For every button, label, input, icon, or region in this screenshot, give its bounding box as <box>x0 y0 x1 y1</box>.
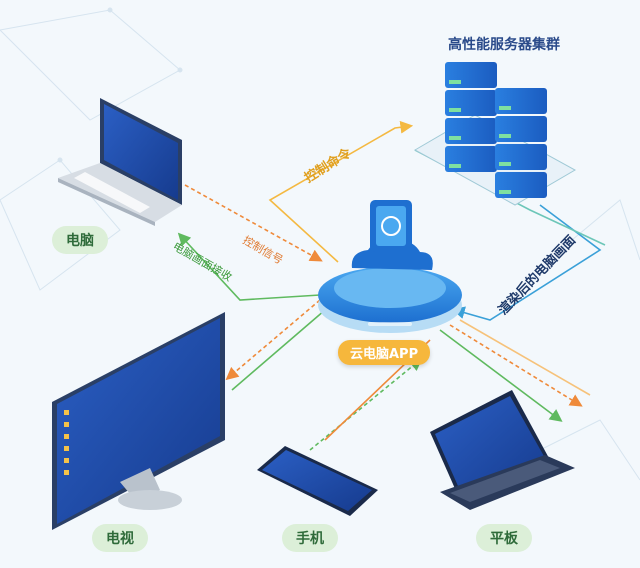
phone-device <box>257 446 378 516</box>
laptop-device <box>58 98 182 226</box>
flow-control-command <box>268 120 414 263</box>
device-label-phone: 手机 <box>282 524 338 552</box>
flow-rendered-screen <box>451 204 602 321</box>
device-label-tv: 电视 <box>92 524 148 552</box>
flow-tablet-green <box>439 329 563 422</box>
cloud-app-platform <box>318 200 462 333</box>
flow-screen-receive <box>177 232 321 301</box>
flow-control-signal <box>184 184 323 262</box>
server-cluster-label: 高性能服务器集群 <box>448 37 560 53</box>
server-cluster <box>413 62 577 206</box>
server-rack-right <box>495 88 547 198</box>
server-rack-left <box>445 62 497 172</box>
flow-tv-green <box>231 309 326 391</box>
cloud-app-label: 云电脑APP <box>338 340 431 365</box>
flow-phone-green <box>309 357 423 451</box>
tv-device <box>52 312 225 530</box>
flow-lines <box>177 120 606 451</box>
flow-tv-orange <box>225 299 321 381</box>
device-label-computer: 电脑 <box>52 226 108 254</box>
device-label-tablet: 平板 <box>476 524 532 552</box>
tablet-device <box>430 390 575 510</box>
flow-tablet-orange <box>449 324 583 407</box>
